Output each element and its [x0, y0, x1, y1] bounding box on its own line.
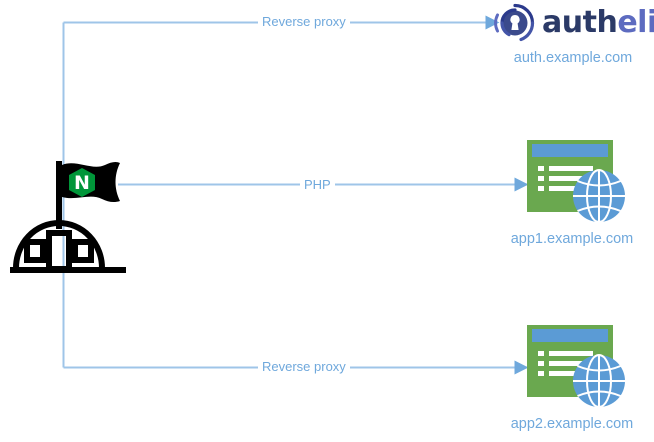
web-app-icon: [527, 325, 625, 408]
node-label-app2: app2.example.com: [510, 416, 634, 432]
app-list-line-1-icon: [549, 351, 593, 356]
app-list-bullet-1-icon: [538, 351, 544, 356]
app-list-line-3-icon: [549, 371, 593, 376]
app-list-line-3-icon: [549, 186, 593, 191]
authelia-logo-icon: [494, 3, 535, 42]
nginx-window-left-icon: [24, 239, 46, 263]
app-list-bullet-2-icon: [538, 361, 544, 366]
nginx-flag-pole-icon: [56, 161, 62, 229]
nginx-door-icon: [46, 230, 72, 272]
node-label-app1: app1.example.com: [510, 231, 634, 247]
nginx-dome-icon: [13, 220, 105, 269]
web-app-icon: [527, 140, 625, 223]
authelia-wordmark-part-1: auth: [542, 5, 618, 40]
app-list-bullet-3-icon: [538, 186, 544, 191]
nginx-hexagon-icon: [69, 168, 95, 197]
app-list-bullet-1-icon: [538, 166, 544, 171]
app-list-line-2-icon: [549, 176, 593, 181]
app-globe-icon: [573, 169, 625, 223]
app-globe-icon: [573, 354, 625, 408]
node-nginx[interactable]: N: [10, 155, 132, 275]
nginx-window-right-icon: [72, 239, 94, 263]
edge-label-reverse-proxy-app2: Reverse proxy: [258, 359, 350, 374]
app-window-titlebar-icon: [532, 329, 608, 342]
app-list-bullet-3-icon: [538, 371, 544, 376]
app-window-titlebar-icon: [532, 144, 608, 157]
node-label-authelia: auth.example.com: [513, 50, 633, 66]
edge-label-reverse-proxy-auth: Reverse proxy: [258, 14, 350, 29]
app-list-line-1-icon: [549, 166, 593, 171]
app-list-bullet-2-icon: [538, 176, 544, 181]
node-app1[interactable]: [520, 133, 630, 228]
edge-label-php: PHP: [300, 177, 335, 192]
nginx-n-letter: N: [74, 172, 90, 194]
app-list-line-2-icon: [549, 361, 593, 366]
node-app2[interactable]: [520, 318, 630, 413]
